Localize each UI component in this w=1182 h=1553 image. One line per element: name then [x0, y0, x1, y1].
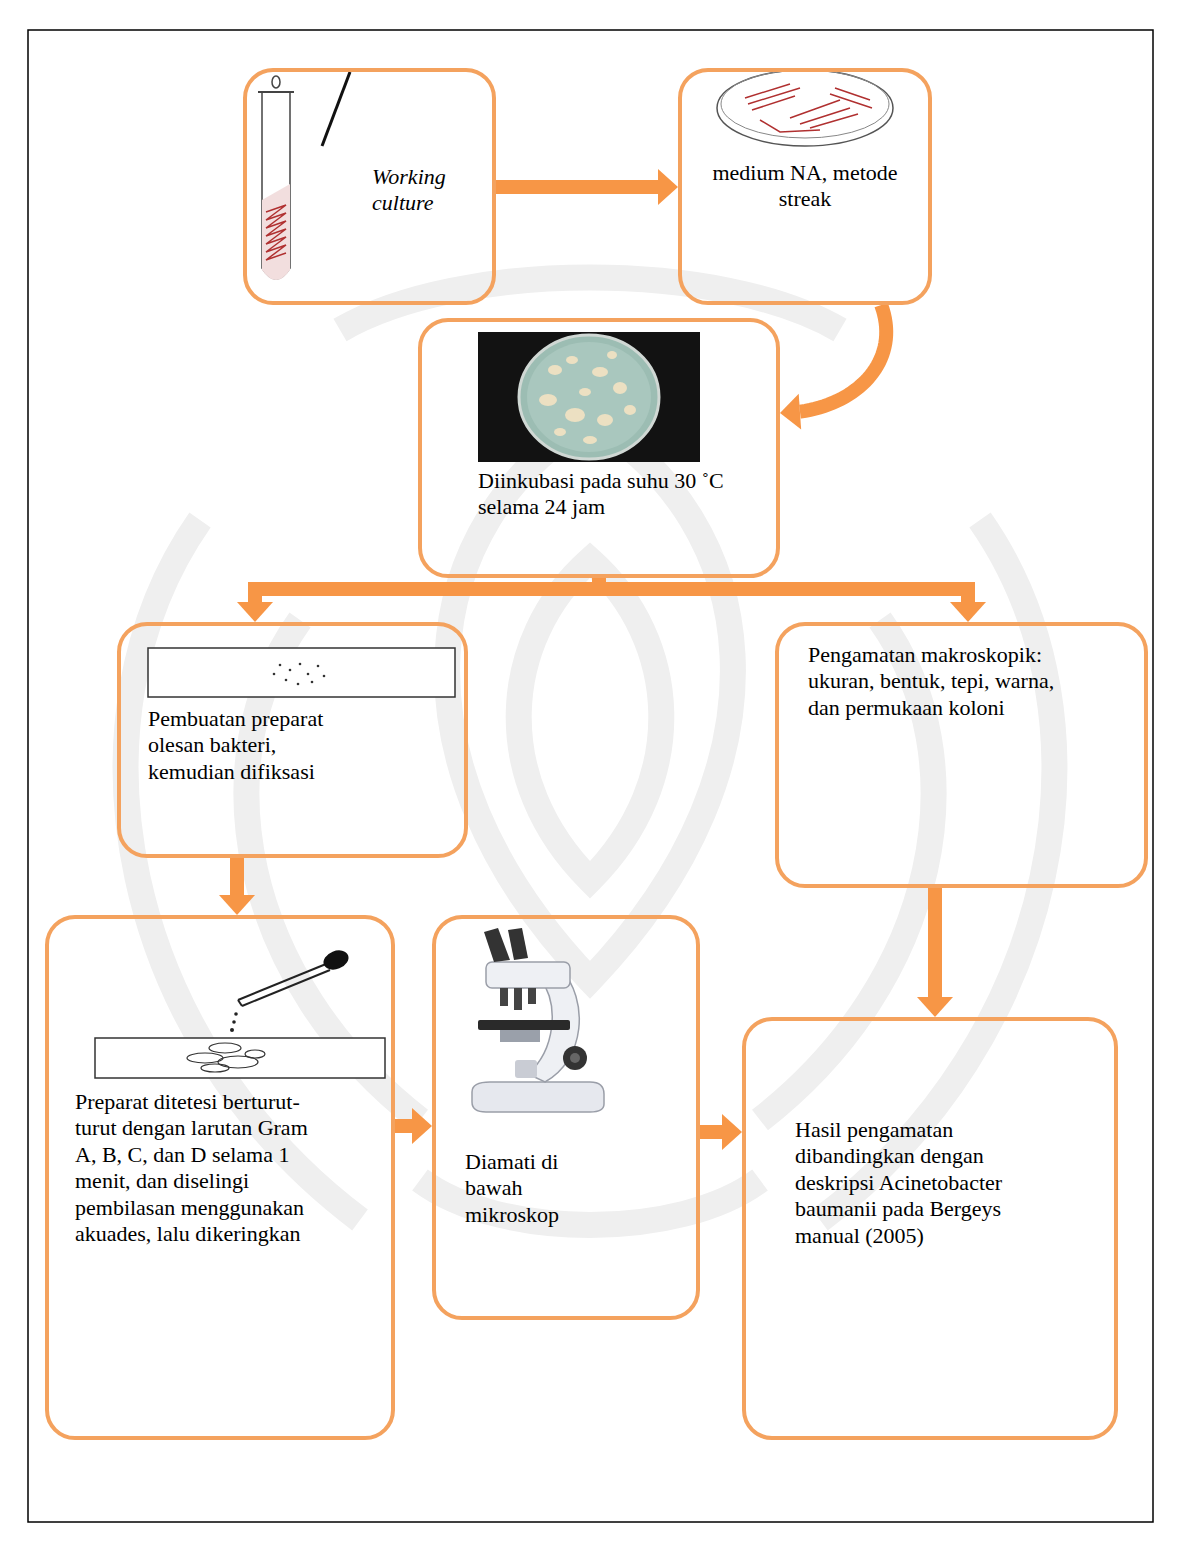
arrow-head [722, 1114, 742, 1150]
box-text: medium NA, metode streak [702, 160, 908, 213]
process-box: Diamati di bawah mikroskop [432, 915, 700, 1320]
process-box: Preparat ditetesi berturut-turut dengan … [45, 915, 395, 1440]
flow-arrow [599, 578, 986, 622]
arrow-shaft [496, 180, 658, 194]
arrow-head [917, 997, 953, 1017]
flow-arrow [496, 169, 678, 205]
process-box: Pembuatan preparat olesan bakteri, kemud… [117, 622, 468, 858]
box-text: Pengamatan makroskopik: ukuran, bentuk, … [808, 642, 1058, 721]
arrow-shaft [599, 578, 968, 602]
process-box: Hasil pengamatan dibandingkan dengan des… [742, 1017, 1118, 1440]
flow-arrow [700, 1114, 742, 1150]
box-text: Diamati di bawah mikroskop [465, 1149, 585, 1228]
plate-photo [478, 332, 700, 462]
box-text: Preparat ditetesi berturut-turut dengan … [75, 1089, 315, 1247]
box-text: Diinkubasi pada suhu 30 ˚C selama 24 jam [478, 468, 728, 521]
process-box: medium NA, metode streak [678, 68, 932, 305]
flow-arrow [917, 888, 953, 1017]
arrow-shaft [700, 1125, 722, 1139]
stained-slide [95, 1038, 385, 1078]
petri-dish [717, 70, 893, 146]
arrow-shaft [230, 858, 244, 895]
process-box: Working culture [243, 68, 496, 305]
frame [28, 30, 1153, 1522]
arrow-head [950, 602, 986, 622]
process-box: Pengamatan makroskopik: ukuran, bentuk, … [775, 622, 1148, 888]
flow-arrow [219, 858, 255, 915]
flow-arrow [237, 578, 599, 622]
test-tube [258, 76, 294, 280]
arrow-shaft [395, 1119, 412, 1133]
arrow-head [658, 169, 678, 205]
flow-arrow [780, 305, 886, 430]
box-text: Hasil pengamatan dibandingkan dengan des… [795, 1117, 1067, 1249]
arrow-head [412, 1108, 432, 1144]
arrow-head [780, 394, 801, 430]
arrow-head [237, 602, 273, 622]
box-text: Working culture [372, 164, 484, 217]
arrow-shaft [800, 305, 886, 412]
process-box: Diinkubasi pada suhu 30 ˚C selama 24 jam [418, 318, 780, 578]
arrow-head [219, 895, 255, 915]
box-text: Pembuatan preparat olesan bakteri, kemud… [148, 706, 353, 785]
arrow-shaft [255, 578, 599, 602]
microscope [472, 928, 604, 1112]
watermark [126, 278, 1055, 1226]
arrow-shaft [928, 888, 942, 997]
flow-arrow [395, 1108, 432, 1144]
inoculating-needle [322, 72, 350, 146]
glass-slide [148, 648, 455, 697]
dropper [230, 947, 351, 1032]
